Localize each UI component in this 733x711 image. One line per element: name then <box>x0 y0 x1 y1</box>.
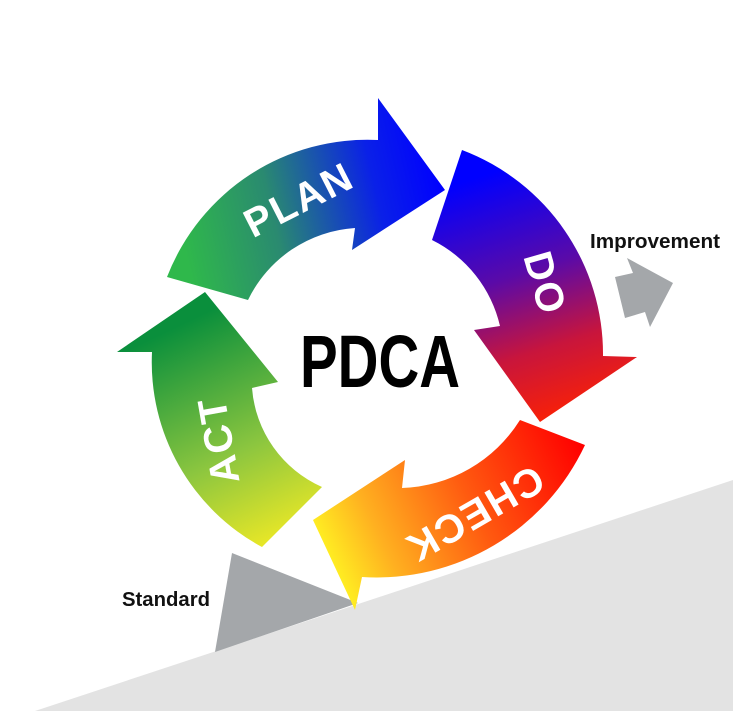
standard-label: Standard <box>122 589 210 611</box>
center-title: PDCA <box>300 320 460 403</box>
improvement-slope <box>35 480 733 711</box>
improvement-arrow-icon <box>615 258 673 327</box>
check-arrow <box>313 420 585 610</box>
plan-arrow <box>167 98 445 300</box>
do-arrow <box>432 150 637 422</box>
improvement-label: Improvement <box>590 231 720 253</box>
act-arrow <box>117 292 322 547</box>
standard-wedge-icon <box>215 553 358 652</box>
